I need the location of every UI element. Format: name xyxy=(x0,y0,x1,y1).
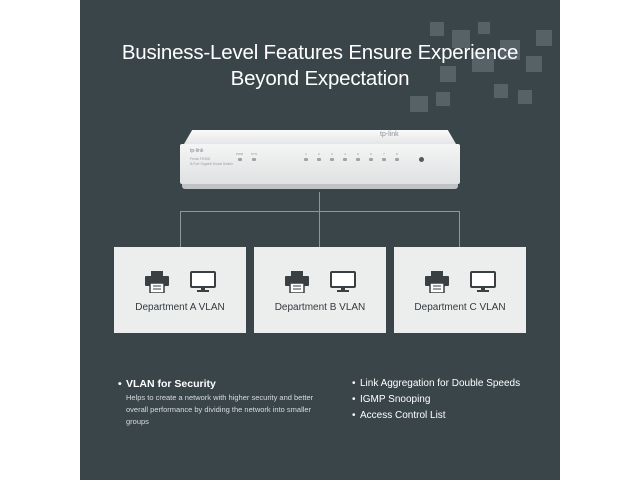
led-indicator xyxy=(356,158,360,161)
led-indicator xyxy=(382,158,386,161)
bullet-icon: • xyxy=(118,378,122,390)
led-indicator xyxy=(343,158,347,161)
feature-item: • Link Aggregation for Double Speeds xyxy=(352,376,520,392)
led-indicator xyxy=(252,158,256,161)
feature-item-text: IGMP Snooping xyxy=(360,394,431,405)
led-label: 1 xyxy=(305,152,307,156)
led-label: 3 xyxy=(331,152,333,156)
connector-dept-c xyxy=(459,211,460,247)
switch-model-desc: 8-Port Gigabit Smart Switch xyxy=(190,162,234,166)
led-sys: SYS xyxy=(251,152,257,161)
led-label: PWR xyxy=(236,152,243,156)
led-label: 8 xyxy=(396,152,398,156)
feature-panel: Business-Level Features Ensure Experienc… xyxy=(80,0,560,480)
led-indicator xyxy=(304,158,308,161)
switch-model-text: Festa FS308 8-Port Gigabit Smart Switch xyxy=(190,157,233,167)
led-label: 2 xyxy=(318,152,320,156)
led-label: SYS xyxy=(251,152,258,156)
printer-icon xyxy=(145,271,169,293)
feature-item: • IGMP Snooping xyxy=(352,392,520,408)
led-port-2: 2 xyxy=(317,152,321,161)
led-indicator xyxy=(237,158,242,161)
switch-base xyxy=(182,184,458,189)
led-port-1: 1 xyxy=(304,152,308,161)
feature-item-text: Link Aggregation for Double Speeds xyxy=(360,378,521,389)
led-port-3: 3 xyxy=(330,152,334,161)
connector-trunk xyxy=(319,192,320,212)
department-c-card: Department C VLAN xyxy=(394,247,526,333)
led-indicator xyxy=(317,158,321,161)
department-b-card: Department B VLAN xyxy=(254,247,386,333)
led-indicator xyxy=(369,158,373,161)
led-port-7: 7 xyxy=(382,152,386,161)
feature-item-text: Access Control List xyxy=(360,410,446,421)
led-port-8: 8 xyxy=(395,152,399,161)
monitor-icon xyxy=(190,271,216,292)
feature-title: • VLAN for Security xyxy=(118,378,328,390)
bullet-icon: • xyxy=(352,410,356,421)
headline-line-2: Beyond Expectation xyxy=(230,67,410,90)
led-label: 5 xyxy=(357,152,359,156)
monitor-icon xyxy=(330,271,356,292)
feature-title-text: VLAN for Security xyxy=(126,378,216,390)
led-port-4: 4 xyxy=(343,152,347,161)
monitor-icon xyxy=(470,271,496,292)
switch-front-brand: tp-link xyxy=(190,148,204,154)
feature-description: Helps to create a network with higher se… xyxy=(126,393,314,426)
led-label: 4 xyxy=(344,152,346,156)
switch-top-surface: tp-link xyxy=(184,130,456,144)
feature-item: • Access Control List xyxy=(352,408,520,424)
led-label: 6 xyxy=(370,152,372,156)
printer-icon xyxy=(285,271,309,293)
department-a-label: Department A VLAN xyxy=(135,302,225,313)
led-port-5: 5 xyxy=(356,152,360,161)
led-port-6: 6 xyxy=(369,152,373,161)
led-pwr: PWR xyxy=(236,152,243,161)
printer-icon xyxy=(425,271,449,293)
connector-bus xyxy=(180,211,460,212)
connector-dept-b xyxy=(319,211,320,247)
led-indicator xyxy=(395,158,399,161)
switch-model-name: Festa FS308 xyxy=(190,157,211,161)
bullet-icon: • xyxy=(352,394,356,405)
feature-vlan-security: • VLAN for Security Helps to create a net… xyxy=(118,378,328,428)
connector-dept-a xyxy=(180,211,181,247)
reset-button xyxy=(419,157,424,162)
switch-front-panel: tp-link Festa FS308 8-Port Gigabit Smart… xyxy=(180,144,460,184)
headline-line-1: Business-Level Features Ensure Experienc… xyxy=(121,41,519,64)
switch-top-brand: tp-link xyxy=(380,131,399,138)
led-label: 7 xyxy=(383,152,385,156)
feature-list: • Link Aggregation for Double Speeds • IGM… xyxy=(352,376,520,424)
led-indicator xyxy=(330,158,334,161)
department-a-card: Department A VLAN xyxy=(114,247,246,333)
bullet-icon: • xyxy=(352,378,356,389)
department-c-label: Department C VLAN xyxy=(414,302,506,313)
headline: Business-Level Features Ensure Experienc… xyxy=(80,40,560,92)
department-b-label: Department B VLAN xyxy=(274,302,366,313)
network-switch: tp-link tp-link Festa FS308 8-Port Gigab… xyxy=(180,130,460,192)
